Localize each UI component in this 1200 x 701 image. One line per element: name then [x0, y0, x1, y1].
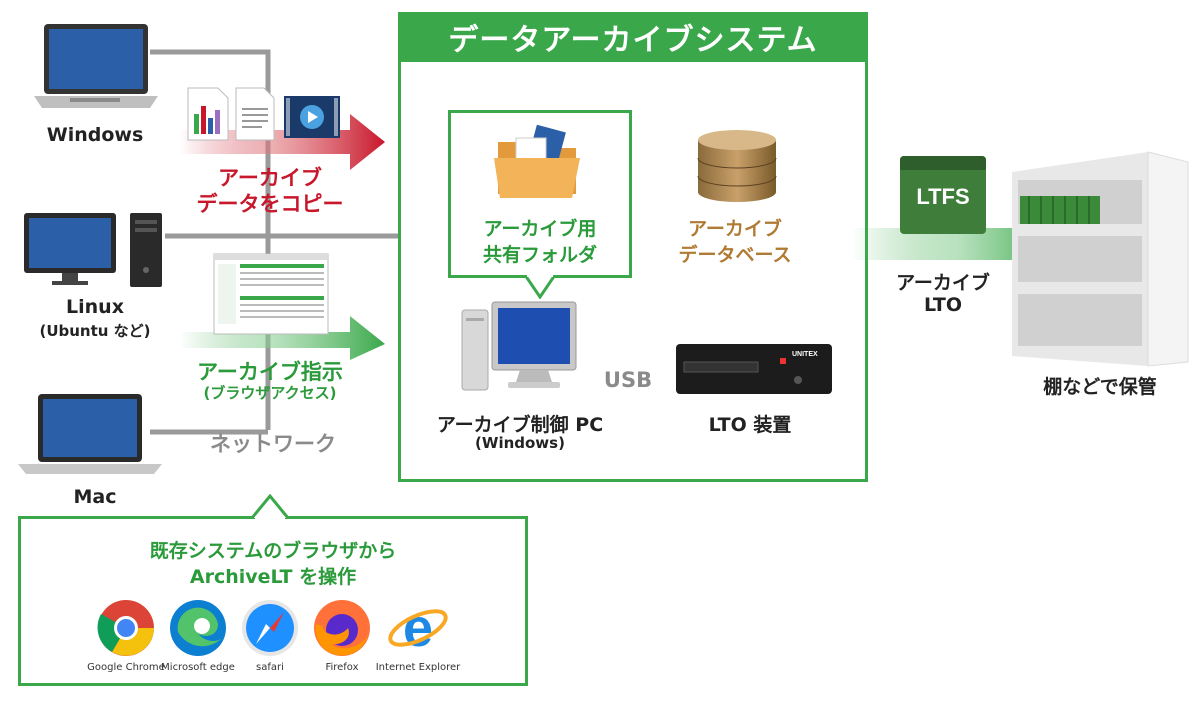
linux-label: Linux [66, 296, 124, 318]
windows-label: Windows [46, 124, 144, 146]
lto-device-icon: UNITEX [676, 344, 832, 394]
svg-text:e: e [403, 598, 433, 658]
database-icon [697, 130, 777, 202]
usb-label: USB [603, 368, 653, 392]
windows-laptop-icon [34, 24, 158, 108]
chart-file-icon [187, 87, 229, 141]
tape-top [900, 156, 986, 170]
archive-lto-label-line1: アーカイブ [896, 272, 990, 294]
shared-folder-icon [494, 124, 580, 198]
chrome-label: Google Chrome [87, 662, 165, 673]
ltfs-label: LTFS [916, 184, 970, 209]
document-file-icon [235, 87, 275, 141]
shared-folder-label-line1: アーカイブ用 [483, 218, 597, 240]
copy-arrow [180, 114, 385, 170]
video-file-icon [284, 96, 340, 138]
mac-label: Mac [73, 486, 117, 508]
chrome-icon [97, 600, 154, 656]
edge-label: Microsoft edge [161, 662, 235, 673]
copy-flow-graphic [180, 87, 385, 170]
storage-shelf-icon [1012, 151, 1189, 367]
safari-icon [242, 600, 298, 656]
edge-icon [170, 600, 226, 656]
shared-folder-label-line2: 共有フォルダ [482, 244, 597, 266]
database-label-line1: アーカイブ [688, 218, 782, 240]
shelf-label: 棚などで保管 [1043, 376, 1157, 398]
lto-brand-label: UNITEX [792, 351, 818, 358]
linux-desktop-icon [24, 213, 162, 287]
firefox-icon [314, 600, 370, 656]
instruct-arrow [180, 316, 385, 360]
instruct-flow-graphic [180, 253, 385, 360]
linux-note-label: (Ubuntu など) [39, 322, 151, 340]
instruct-label-line1: アーカイブ指示 [197, 360, 343, 384]
browser-callout-pointer [252, 494, 288, 520]
copy-label-line1: アーカイブ [218, 166, 322, 190]
safari-label: safari [256, 662, 284, 673]
internet-explorer-icon: e [388, 598, 448, 658]
control-pc-label: アーカイブ制御 PC [436, 414, 604, 436]
control-pc-os-label: (Windows) [475, 434, 565, 452]
lto-device-label: LTO 装置 [708, 414, 792, 436]
network-label: ネットワーク [210, 432, 336, 456]
mac-laptop-icon [18, 394, 162, 474]
lto-tape-icon: LTFS [900, 156, 986, 234]
archive-lto-label-line2: LTO [923, 294, 963, 316]
internet-explorer-label: Internet Explorer [375, 662, 461, 673]
store-arrow [852, 210, 1058, 278]
store-arrow-graphic [852, 210, 1058, 278]
firefox-label: Firefox [325, 662, 359, 673]
instruct-label-line2: (ブラウザアクセス) [203, 384, 337, 402]
copy-label-line2: データをコピー [196, 192, 344, 216]
control-pc-icon [461, 301, 577, 391]
database-label-line2: データベース [678, 244, 792, 266]
callout-pointer [525, 275, 555, 299]
archive-system-title: データアーカイブシステム [398, 12, 868, 62]
browser-heading-line2: ArchiveLT を操作 [189, 566, 357, 588]
browser-screenshot-thumbnail [213, 253, 329, 335]
browser-heading-line1: 既存システムのブラウザから [149, 540, 397, 562]
